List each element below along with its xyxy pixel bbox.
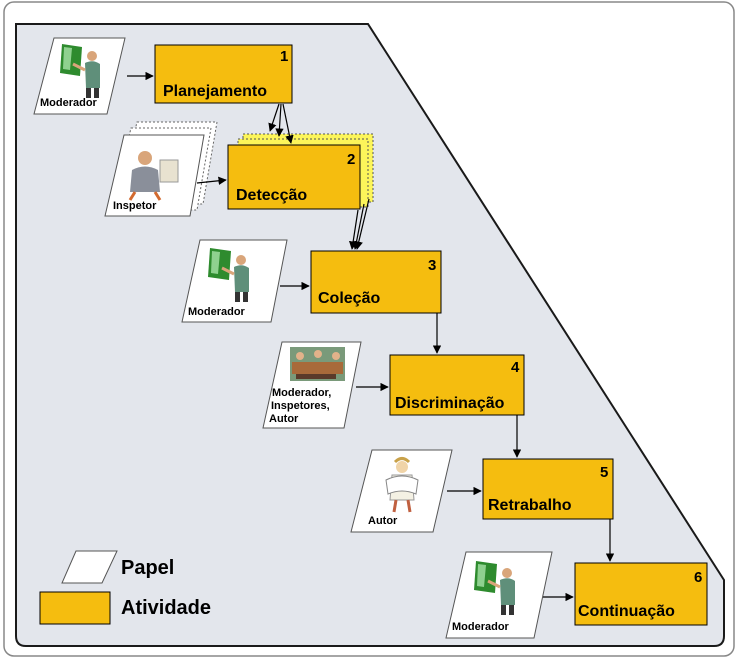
- activity-number: 5: [600, 464, 608, 481]
- role-autor: Autor: [350, 449, 453, 533]
- role-moderador-3: Moderador: [181, 239, 288, 323]
- legend-papel-label: Papel: [121, 557, 174, 579]
- activity-planejamento: 1 Planejamento: [154, 44, 293, 104]
- role-label: Moderador,: [272, 387, 331, 399]
- role-label: Autor: [269, 413, 299, 425]
- activity-number: 6: [694, 569, 702, 586]
- legend: Papel Atividade: [39, 550, 211, 625]
- arrow-deteccao-to-colecao-c: [354, 198, 370, 250]
- role-inspetor: Inspetor: [104, 121, 218, 217]
- activity-label: Coleção: [318, 290, 380, 307]
- activity-deteccao: 2 Detecção: [227, 133, 374, 210]
- arrow-inspetor-to-deteccao: [196, 176, 227, 185]
- activity-colecao: 3 Coleção: [310, 250, 442, 314]
- role-label: Inspetor: [113, 200, 157, 212]
- role-arrows: [127, 71, 574, 602]
- flow-arrows: [268, 103, 615, 562]
- activity-number: 3: [428, 257, 436, 274]
- role-grupo: Moderador, Inspetores, Autor: [262, 341, 362, 429]
- author-reading-icon: [385, 457, 419, 513]
- presenter-icon: [208, 248, 249, 302]
- arrow-planejamento-to-deteccao-c: [282, 103, 294, 144]
- activity-retrabalho: 5 Retrabalho: [482, 458, 614, 520]
- legend-papel: Papel: [61, 550, 174, 584]
- presenter-icon: [60, 44, 100, 98]
- activity-label: Discriminação: [395, 395, 505, 412]
- activity-label: Detecção: [236, 187, 307, 204]
- role-label: Moderador: [40, 97, 98, 109]
- activity-label: Planejamento: [163, 83, 267, 100]
- meeting-group-icon: [290, 347, 345, 381]
- role-label: Moderador: [188, 306, 246, 318]
- role-label: Autor: [368, 515, 398, 527]
- role-label: Moderador: [452, 621, 510, 633]
- role-moderador-6: Moderador: [445, 551, 553, 639]
- legend-atividade-label: Atividade: [121, 597, 211, 619]
- role-label: Inspetores,: [271, 400, 330, 412]
- role-moderador-1: Moderador: [33, 37, 126, 115]
- activity-number: 1: [280, 48, 288, 65]
- arrow-planejamento-to-deteccao-b: [275, 103, 284, 137]
- inspector-at-computer-icon: [128, 151, 179, 201]
- activity-label: Retrabalho: [488, 497, 572, 514]
- activity-discriminacao: 4 Discriminação: [389, 354, 525, 416]
- arrow-planejamento-to-deteccao-a: [268, 103, 280, 132]
- activity-continuacao: 6 Continuação: [574, 562, 708, 626]
- activity-number: 2: [347, 151, 355, 168]
- presenter-icon: [474, 561, 515, 615]
- activity-label: Continuação: [578, 603, 675, 620]
- activity-number: 4: [511, 359, 520, 376]
- legend-atividade: Atividade: [39, 591, 211, 625]
